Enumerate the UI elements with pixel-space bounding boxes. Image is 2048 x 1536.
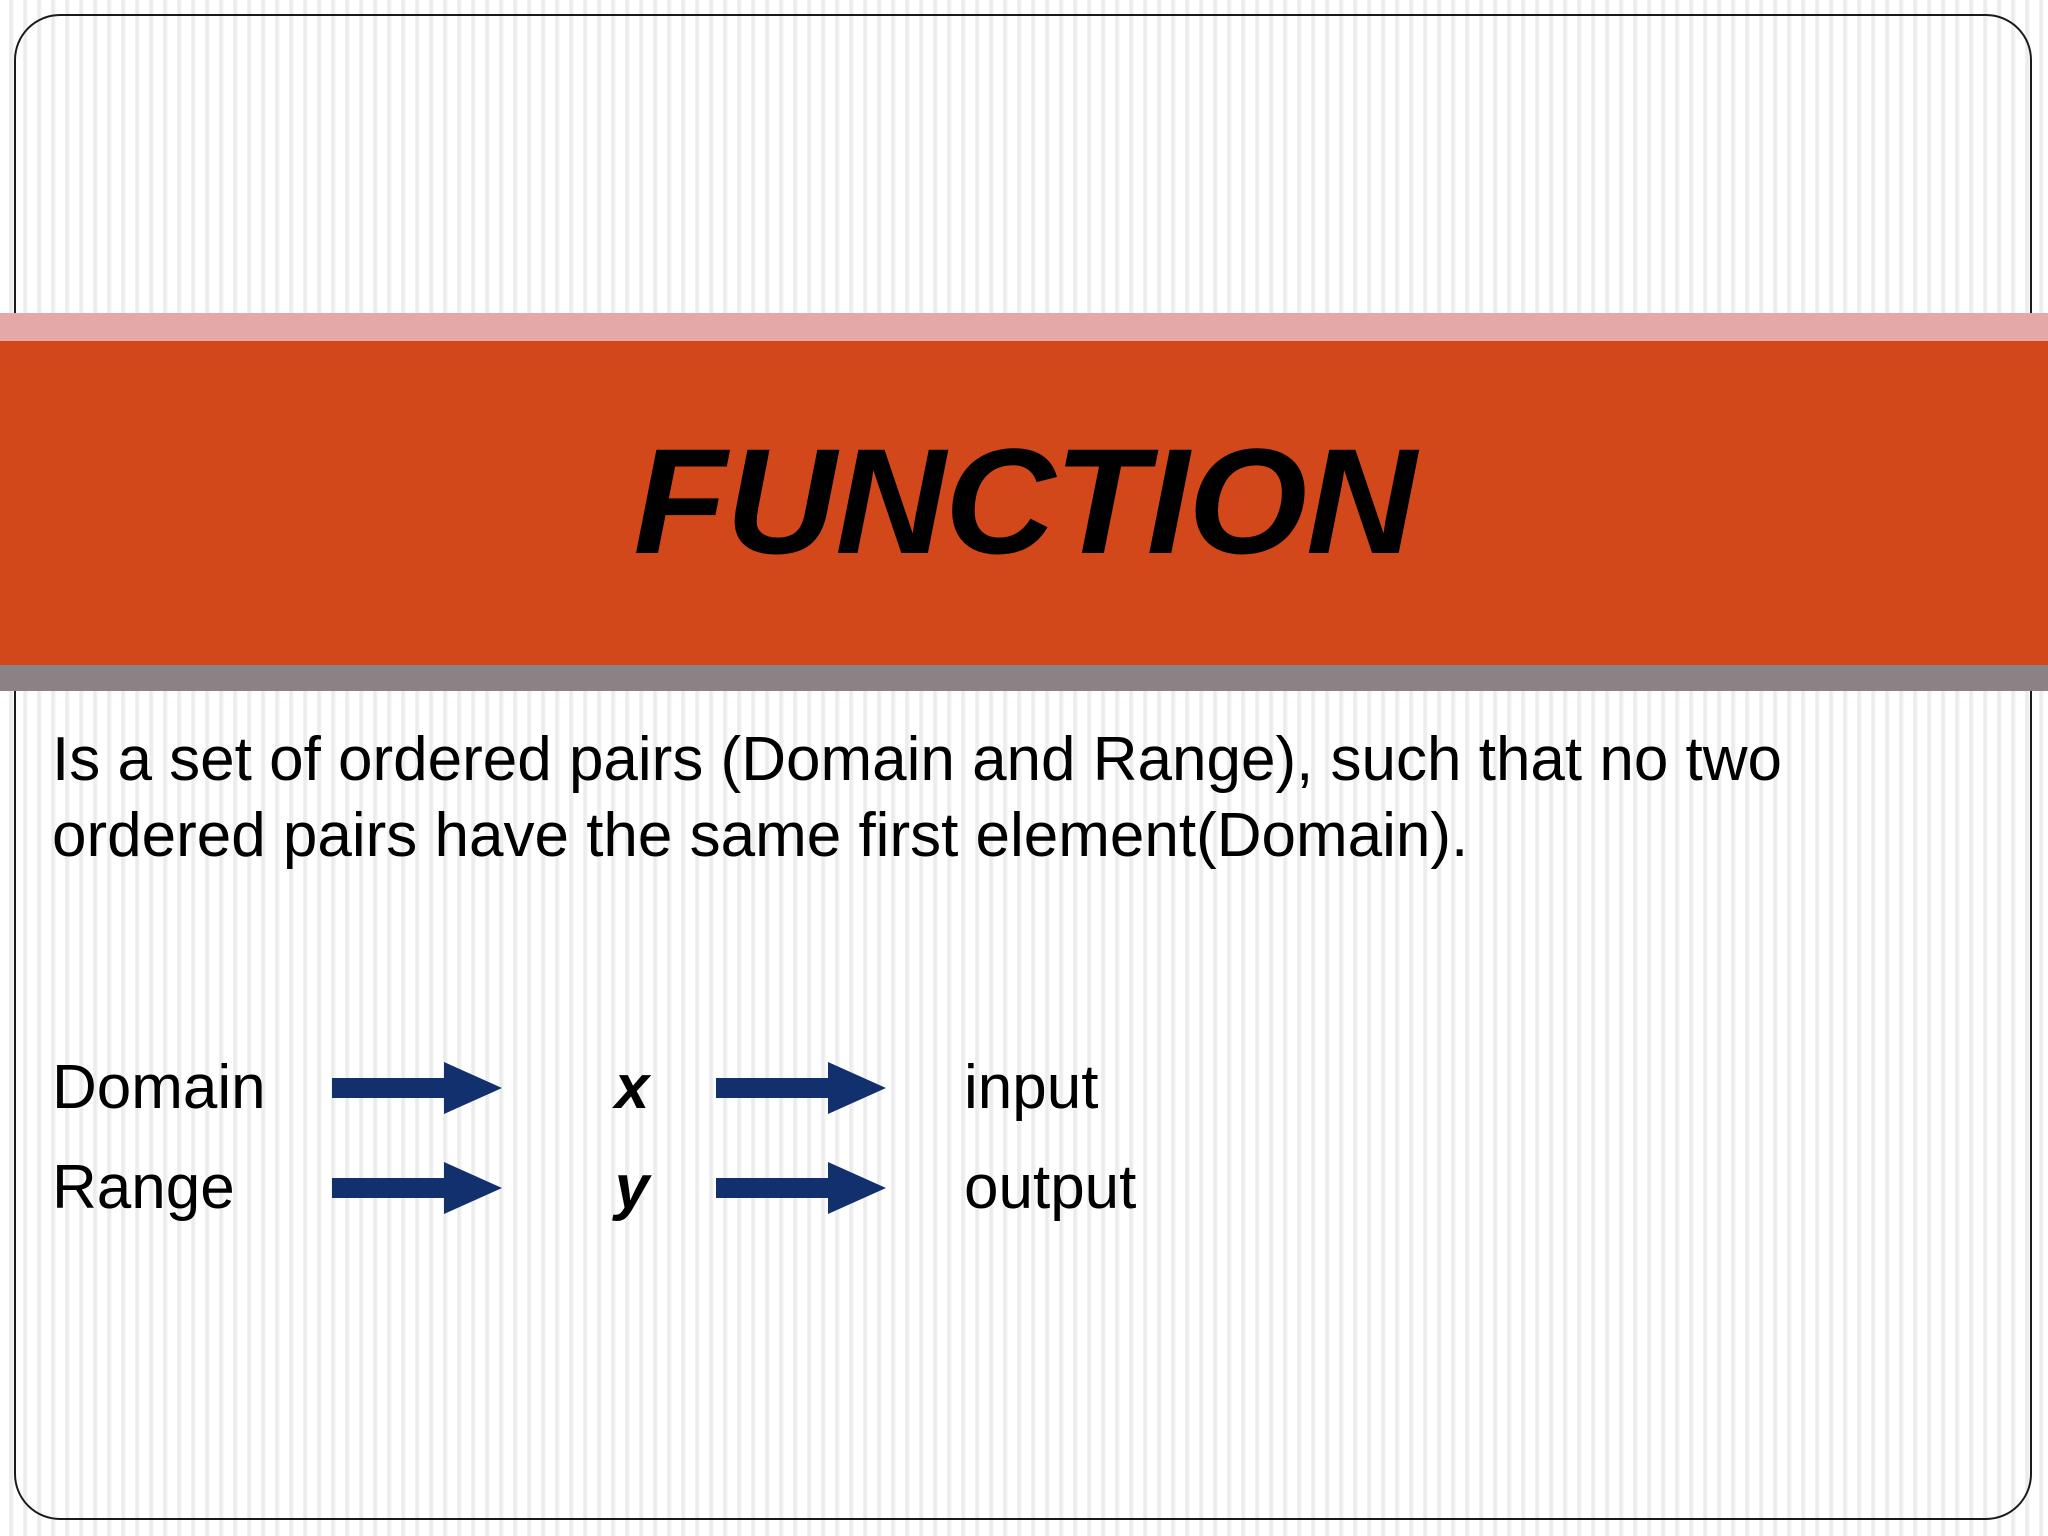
right-arrow-icon (332, 1062, 502, 1114)
title-accent-band-top (0, 313, 2048, 341)
mapping-source-label-domain: Domain (52, 1053, 266, 1122)
mapping-variable-y: y (614, 1153, 650, 1222)
right-arrow-icon (716, 1162, 886, 1214)
title-accent-band-bottom (0, 665, 2048, 691)
mapping-diagram: Domain x input Range y output (52, 1038, 1552, 1238)
definition-paragraph: Is a set of ordered pairs (Domain and Ra… (52, 725, 1800, 870)
right-arrow-icon (716, 1062, 886, 1114)
mapping-row-domain: Domain x input (52, 1038, 1552, 1138)
mapping-source-label-range: Range (52, 1153, 235, 1222)
mapping-variable-x: x (614, 1053, 650, 1122)
slide-title: FUNCTION (632, 417, 1416, 585)
mapping-row-range: Range y output (52, 1138, 1552, 1238)
mapping-result-label-input: input (964, 1053, 1099, 1122)
mapping-result-label-output: output (964, 1153, 1137, 1222)
body-text-block: Is a set of ordered pairs (Domain and Ra… (52, 722, 1952, 874)
title-band: FUNCTION (0, 341, 2048, 665)
right-arrow-icon (332, 1162, 502, 1214)
